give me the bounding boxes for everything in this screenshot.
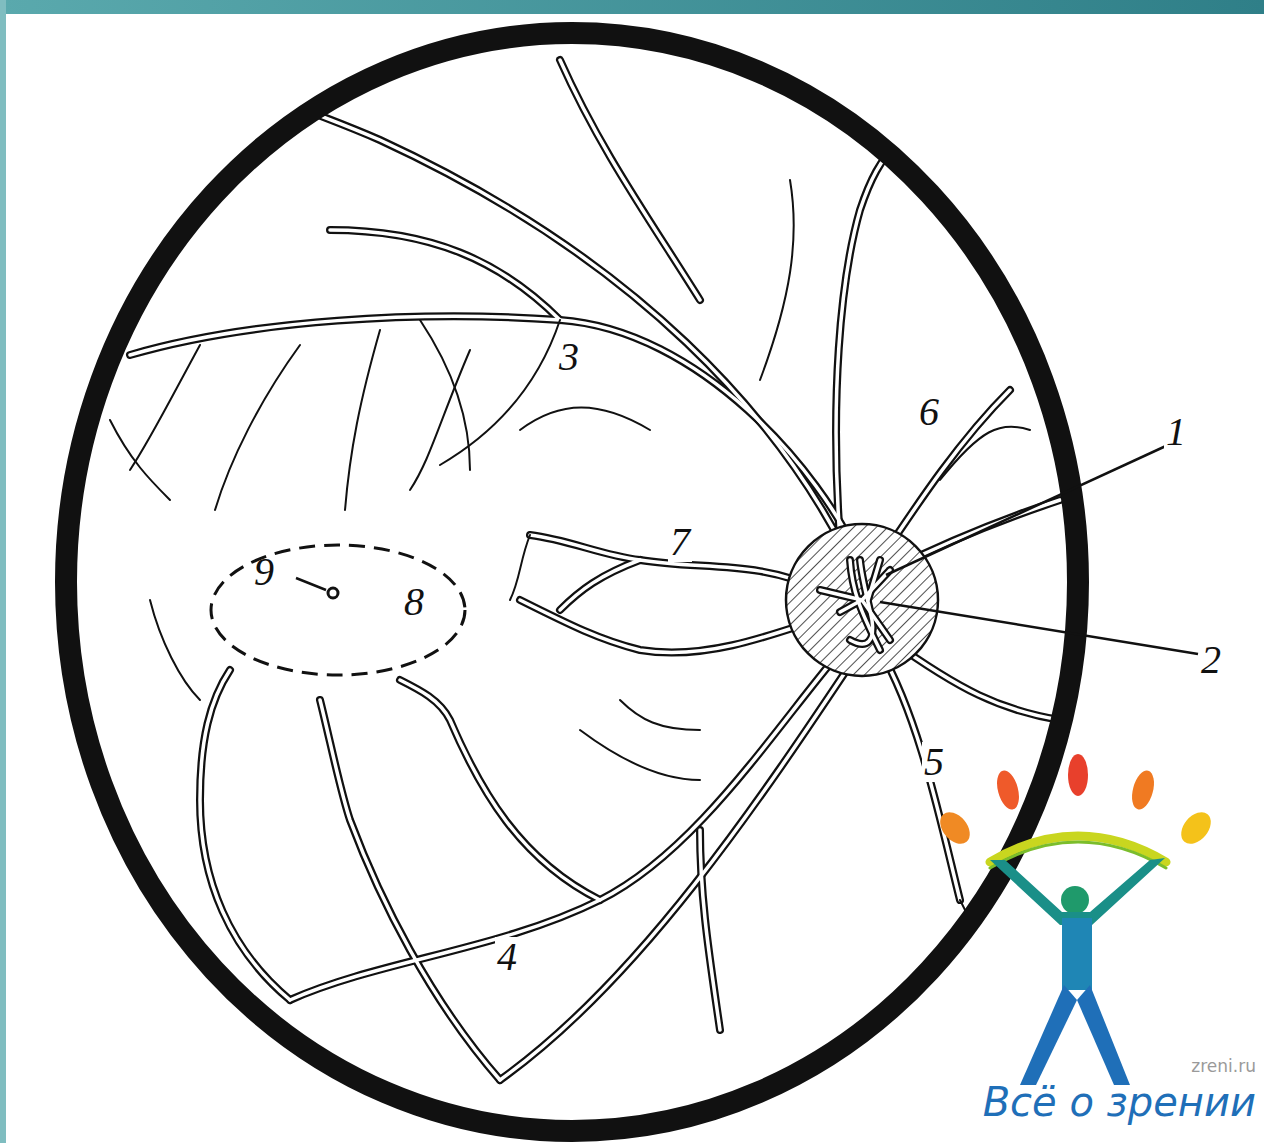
callout-number: 3 <box>557 337 581 377</box>
fovea-dot <box>328 588 338 598</box>
watermark: zreni.ru <box>1189 1058 1258 1075</box>
disc-vessels <box>820 560 890 650</box>
callout-number: 8 <box>404 582 424 622</box>
retinal-vessels <box>110 60 1060 1080</box>
callout-number: 7 <box>668 522 692 562</box>
leader-line <box>880 602 1198 654</box>
callout-number: 4 <box>495 937 519 977</box>
optic-disc <box>786 524 938 676</box>
callout-number: 1 <box>1164 412 1188 452</box>
macula-region: 98 <box>208 542 468 678</box>
leader-line <box>296 578 326 590</box>
eye-outline <box>66 33 1078 1131</box>
watermark: Всё о зрении <box>981 1082 1258 1122</box>
callout-number: 9 <box>254 552 274 592</box>
slide-band <box>0 0 1264 14</box>
dashed-outline <box>208 542 468 678</box>
leader-line <box>886 445 1168 575</box>
slide-edge <box>0 0 6 1143</box>
callout-number: 6 <box>917 392 941 432</box>
callout-number: 2 <box>1199 640 1223 680</box>
callout-number: 5 <box>922 742 946 782</box>
logo-figure <box>934 754 1217 1085</box>
